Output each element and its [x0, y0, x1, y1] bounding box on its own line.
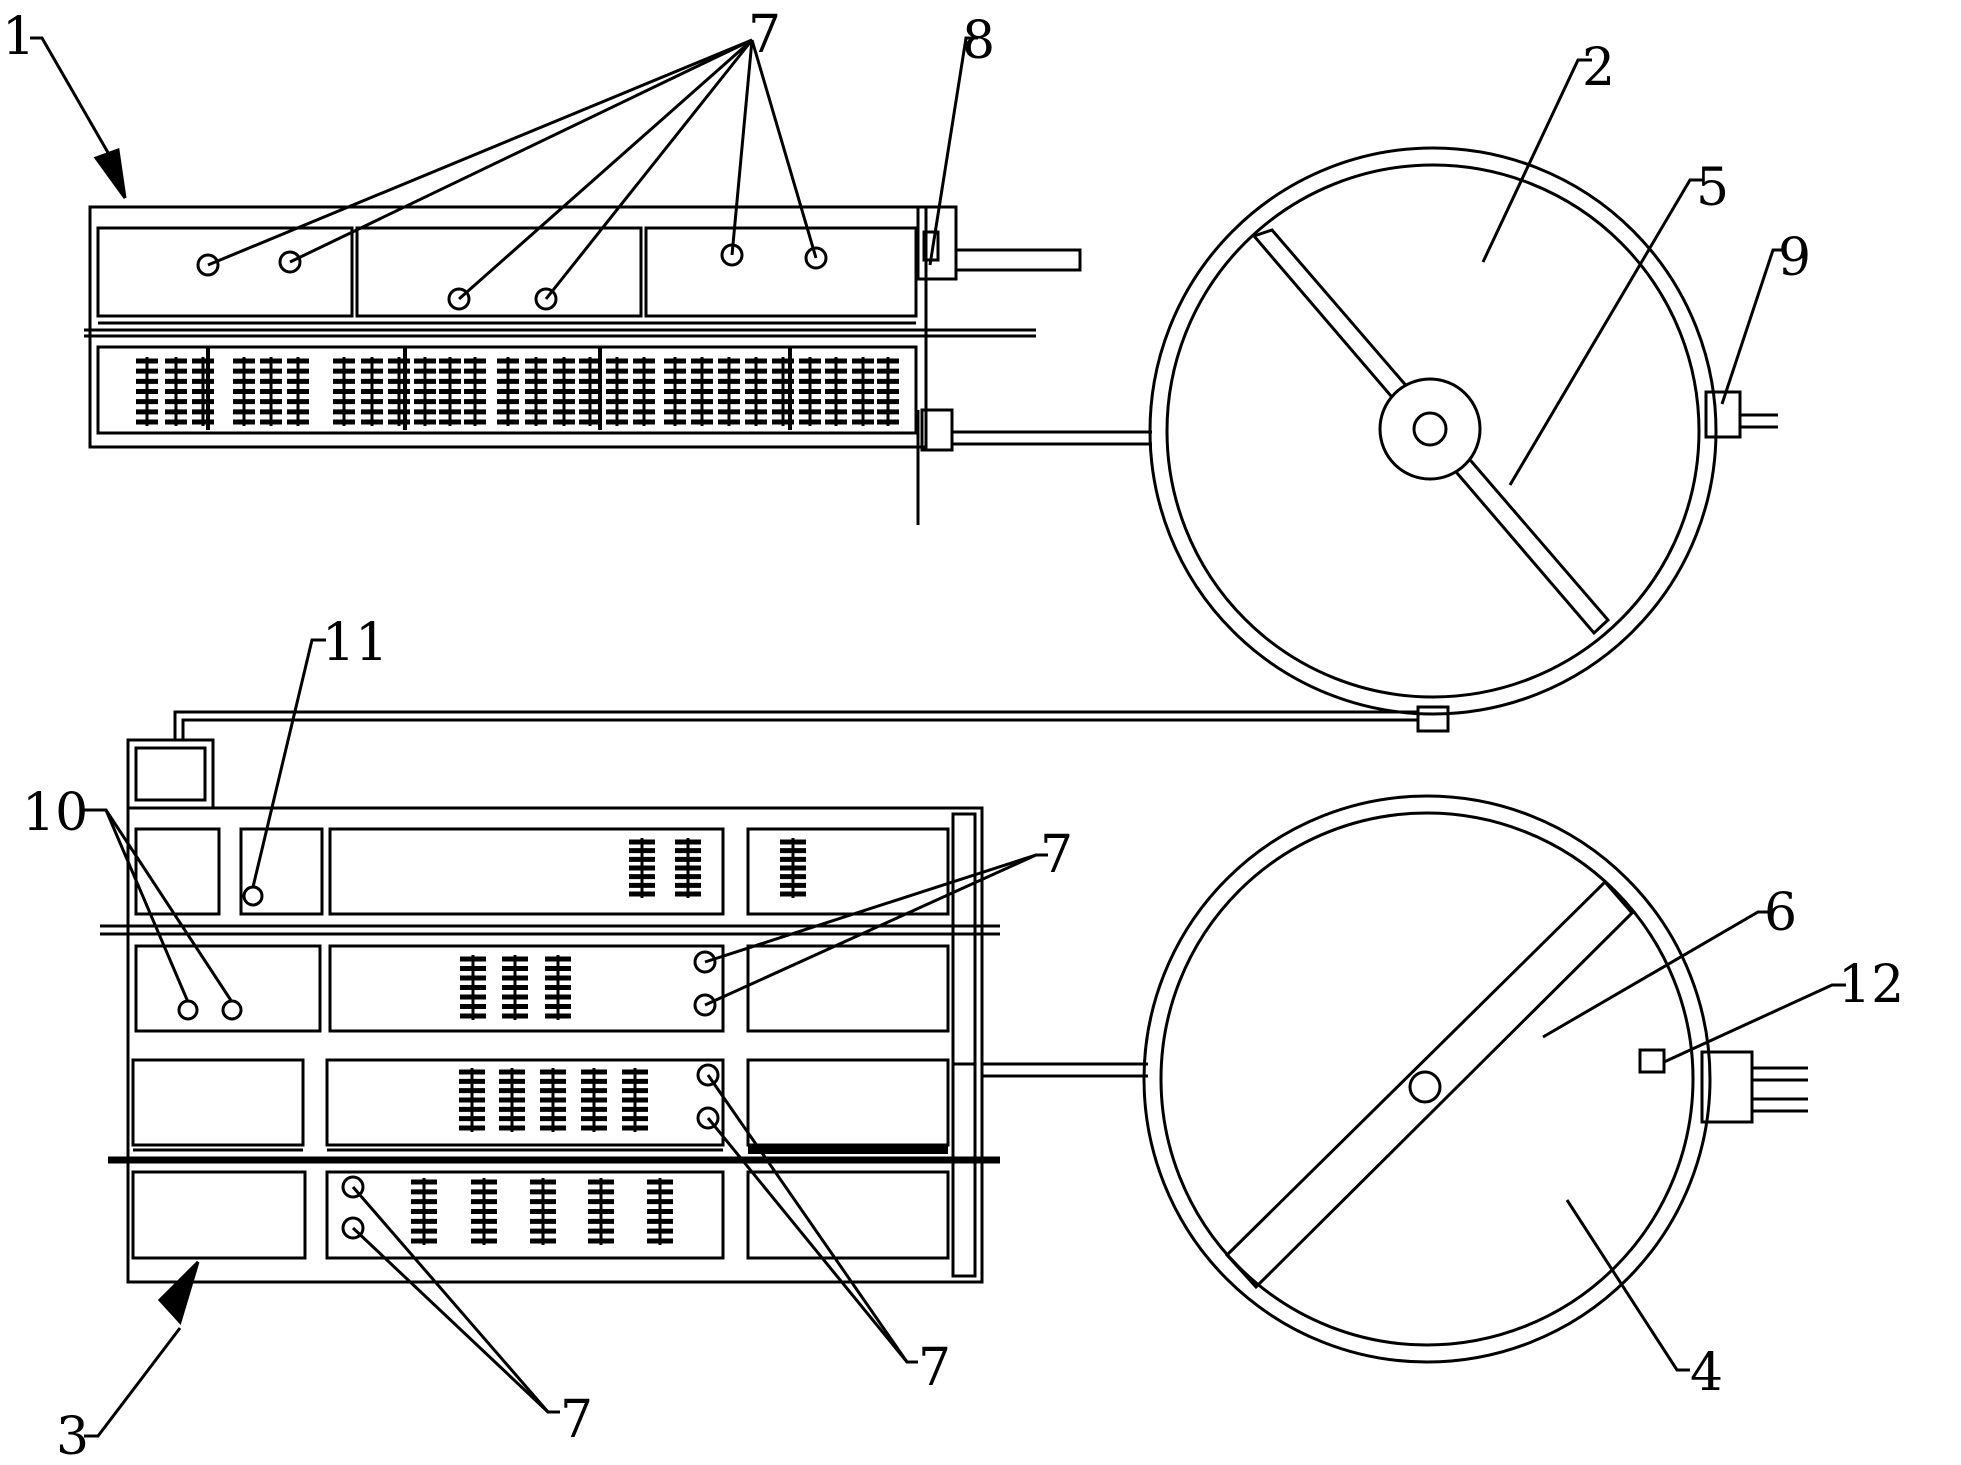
fin — [553, 357, 575, 426]
upper-hub-center — [1412, 411, 1448, 447]
label-1: 1 — [2, 7, 35, 67]
fin — [588, 1178, 614, 1245]
labels: 1 7 8 2 5 9 11 10 7 6 12 7 4 3 7 — [2, 5, 1904, 1465]
fin — [464, 357, 486, 426]
label-12: 12 — [1838, 955, 1904, 1015]
label-9: 9 — [1778, 228, 1811, 288]
upper-unit — [84, 205, 1152, 525]
fin — [287, 357, 309, 426]
lower-hub — [1408, 1070, 1442, 1104]
fin — [333, 357, 355, 426]
fin — [499, 1068, 525, 1132]
upper-chamber-3 — [644, 226, 918, 318]
fin — [497, 357, 519, 426]
label-11: 11 — [322, 613, 388, 673]
fin — [647, 1178, 673, 1245]
wheel-bottom-connector — [1416, 705, 1450, 733]
upper-chamber-2 — [355, 226, 643, 318]
fin — [460, 955, 486, 1020]
lower-wheel-outer — [1142, 794, 1712, 1364]
upper-unit-frame — [88, 205, 928, 449]
fin — [361, 357, 383, 426]
upper-blade — [1251, 228, 1611, 636]
fin — [260, 357, 282, 426]
fin — [780, 838, 806, 898]
label-3: 3 — [56, 1407, 89, 1465]
fin — [471, 1178, 497, 1245]
fin — [579, 357, 601, 426]
fin — [718, 357, 740, 426]
label-4: 4 — [1690, 1343, 1723, 1403]
label-5: 5 — [1696, 158, 1729, 218]
upper-chamber-1 — [96, 226, 354, 318]
lower-wheel — [1142, 794, 1808, 1364]
connector-bottom — [920, 408, 954, 452]
fin — [877, 357, 899, 426]
leader-lines — [30, 36, 1846, 1438]
fin — [540, 1068, 566, 1132]
lower-unit — [100, 738, 1148, 1284]
label-7-top: 7 — [748, 5, 781, 65]
fin — [581, 1068, 607, 1132]
fin — [525, 357, 547, 426]
fin — [606, 357, 628, 426]
upper-wheel — [1148, 146, 1778, 733]
lower-sensors — [177, 885, 720, 1240]
label-6: 6 — [1764, 883, 1797, 943]
sensor-circle-10 — [221, 999, 243, 1021]
label-7-right: 7 — [918, 1338, 951, 1398]
lower-fin-array — [411, 838, 806, 1245]
connector-8 — [916, 205, 958, 281]
fin — [502, 955, 528, 1020]
fin — [825, 357, 847, 426]
fin — [411, 1178, 437, 1245]
label-8: 8 — [962, 11, 995, 71]
upper-hub — [1378, 377, 1482, 481]
fin — [664, 357, 686, 426]
label-7-bottom: 7 — [560, 1390, 593, 1450]
small-sensor-12 — [1638, 1048, 1666, 1074]
fin — [691, 357, 713, 426]
fin — [233, 357, 255, 426]
fin — [136, 357, 158, 426]
fin — [622, 1068, 648, 1132]
sensor-circle-10 — [177, 999, 199, 1021]
fin — [675, 838, 701, 898]
upper-fin-array — [136, 347, 899, 430]
upper-wheel-outer — [1148, 146, 1718, 716]
lower-wheel-inner — [1159, 811, 1695, 1347]
connector-12 — [1700, 1050, 1754, 1124]
fin — [545, 955, 571, 1020]
label-10: 10 — [22, 783, 88, 843]
fin — [165, 357, 187, 426]
label-7-mid: 7 — [1040, 825, 1073, 885]
sensor-circle-11 — [242, 885, 264, 907]
fin — [192, 357, 214, 426]
lower-unit-frame — [126, 806, 984, 1284]
lower-blade — [1224, 879, 1635, 1290]
fin — [459, 1068, 485, 1132]
fin — [745, 357, 767, 426]
fin — [439, 357, 461, 426]
top-box-outer — [126, 738, 215, 810]
fin — [414, 357, 436, 426]
upper-lower-chamber — [96, 345, 918, 435]
side-bar — [951, 812, 977, 1278]
fin — [633, 357, 655, 426]
label-2: 2 — [1582, 38, 1615, 98]
fin — [799, 357, 821, 426]
upper-wheel-inner — [1165, 163, 1701, 699]
fin — [530, 1178, 556, 1245]
fin — [852, 357, 874, 426]
fin — [629, 838, 655, 898]
top-box-inner — [134, 746, 207, 802]
